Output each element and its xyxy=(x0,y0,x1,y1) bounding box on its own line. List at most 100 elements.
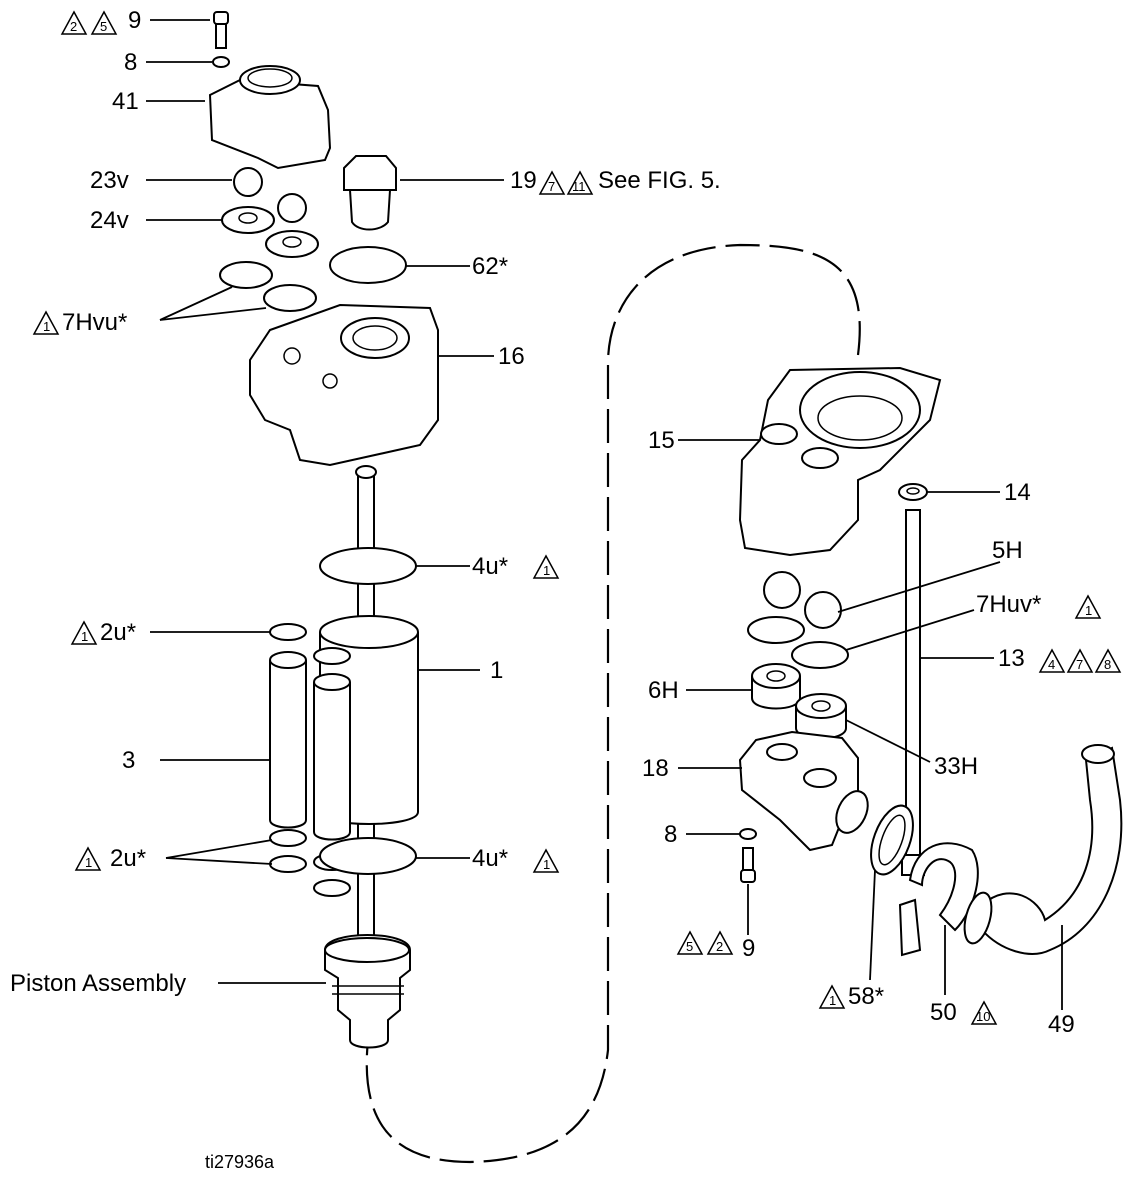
part-62-oring xyxy=(329,246,407,284)
part-4u-oring-bottom xyxy=(319,837,417,875)
note-triangle-2: 2 xyxy=(706,930,734,955)
label-4u-bottom: 4u* xyxy=(472,845,508,872)
label-23v: 23v xyxy=(90,167,129,194)
label-13: 13 xyxy=(998,645,1025,672)
part-23v-ball xyxy=(233,167,263,197)
label-16: 16 xyxy=(498,343,525,370)
note-triangle-5: 5 xyxy=(676,930,704,955)
part-49-hose xyxy=(963,744,1123,955)
svg-text:1: 1 xyxy=(1085,603,1092,618)
label-6h: 6H xyxy=(648,677,679,704)
part-23v-ball-2 xyxy=(277,193,307,223)
part-18-inlet xyxy=(738,730,869,852)
part-3-tube-2 xyxy=(313,673,351,841)
part-2u-oring-top-2 xyxy=(313,647,351,665)
note-triangle-1: 1 xyxy=(70,620,98,645)
part-7huv-oring-2 xyxy=(791,641,849,669)
note-triangle-1: 1 xyxy=(532,554,560,579)
svg-text:1: 1 xyxy=(543,563,550,578)
note-triangle-7: 7 xyxy=(1066,648,1094,673)
part-labels: 9 8 41 19 See FIG. 5. 23v 24v 62* 7Hvu* … xyxy=(10,7,1075,1172)
label-3: 3 xyxy=(122,747,135,774)
svg-text:1: 1 xyxy=(85,855,92,870)
svg-text:2: 2 xyxy=(70,19,77,34)
label-7hvu: 7Hvu* xyxy=(62,309,127,336)
part-8-washer-top xyxy=(212,56,230,68)
label-18: 18 xyxy=(642,755,669,782)
label-4u-top: 4u* xyxy=(472,553,508,580)
svg-text:7: 7 xyxy=(1076,657,1083,672)
svg-text:5: 5 xyxy=(686,939,693,954)
note-triangle-10: 10 xyxy=(970,1000,998,1025)
part-7hvu-oring xyxy=(219,261,273,289)
note-triangle-8: 8 xyxy=(1094,648,1122,673)
part-8-washer-right xyxy=(739,828,757,840)
label-14: 14 xyxy=(1004,479,1031,506)
svg-text:2: 2 xyxy=(716,939,723,954)
part-15-housing xyxy=(738,366,942,557)
label-15: 15 xyxy=(648,427,675,454)
note-triangle-1: 1 xyxy=(32,310,60,335)
part-2u-oring-4 xyxy=(313,879,351,897)
part-7hvu-oring-2 xyxy=(263,284,317,312)
part-16-manifold xyxy=(249,303,439,467)
part-19-fitting xyxy=(343,155,397,231)
part-4u-oring-top xyxy=(319,547,417,585)
label-1: 1 xyxy=(490,657,503,684)
svg-text:8: 8 xyxy=(1104,657,1111,672)
svg-text:4: 4 xyxy=(1048,657,1055,672)
label-62: 62* xyxy=(472,253,508,280)
label-24v: 24v xyxy=(90,207,129,234)
label-8-top: 8 xyxy=(124,49,137,76)
label-49: 49 xyxy=(1048,1011,1075,1038)
leader-lines xyxy=(146,19,1063,1010)
label-2u-top: 2u* xyxy=(100,619,136,646)
note-triangle-1: 1 xyxy=(1074,594,1102,619)
label-19: 19 xyxy=(510,167,537,194)
label-2u-bottom: 2u* xyxy=(110,845,146,872)
part-58-gasket xyxy=(870,804,914,876)
note-triangles: 2 5 7 11 1 1 1 1 1 1 4 7 8 5 2 1 10 xyxy=(32,10,1122,1025)
note-triangle-1: 1 xyxy=(74,846,102,871)
part-14-washer xyxy=(898,483,928,501)
dashed-assembly-loop xyxy=(365,243,861,1164)
label-8-right: 8 xyxy=(664,821,677,848)
note-triangle-11: 11 xyxy=(566,170,594,195)
part-33h-seat xyxy=(795,693,847,740)
svg-text:11: 11 xyxy=(572,179,586,194)
part-50-clamp xyxy=(898,842,979,957)
figure-id: ti27936a xyxy=(205,1152,275,1172)
note-triangle-2: 2 xyxy=(60,10,88,35)
part-24v-seat-2 xyxy=(265,230,319,258)
part-5h-ball xyxy=(763,571,801,609)
svg-text:1: 1 xyxy=(81,629,88,644)
label-58: 58* xyxy=(848,983,884,1010)
part-9-screw-right xyxy=(740,847,756,883)
note-triangle-5: 5 xyxy=(90,10,118,35)
svg-text:10: 10 xyxy=(976,1009,990,1024)
part-6h-seat xyxy=(751,663,801,710)
label-41: 41 xyxy=(112,88,139,115)
label-see-fig: See FIG. 5. xyxy=(598,167,721,194)
svg-text:7: 7 xyxy=(548,179,555,194)
part-7huv-oring xyxy=(747,616,805,644)
part-9-screw-top xyxy=(213,11,229,49)
label-5h: 5H xyxy=(992,537,1023,564)
part-2u-oring-top xyxy=(269,623,307,641)
svg-text:5: 5 xyxy=(100,19,107,34)
note-triangle-1: 1 xyxy=(532,848,560,873)
part-41-cover xyxy=(208,65,332,170)
note-triangle-1: 1 xyxy=(818,984,846,1009)
note-triangle-4: 4 xyxy=(1038,648,1066,673)
label-9-right: 9 xyxy=(742,935,755,962)
part-5h-ball-2 xyxy=(804,591,842,629)
part-2u-oring xyxy=(269,829,307,847)
note-triangle-7: 7 xyxy=(538,170,566,195)
svg-text:1: 1 xyxy=(43,319,50,334)
svg-text:1: 1 xyxy=(829,993,836,1008)
part-2u-oring-2 xyxy=(269,855,307,873)
label-33h: 33H xyxy=(934,753,978,780)
label-7huv: 7Huv* xyxy=(976,591,1041,618)
